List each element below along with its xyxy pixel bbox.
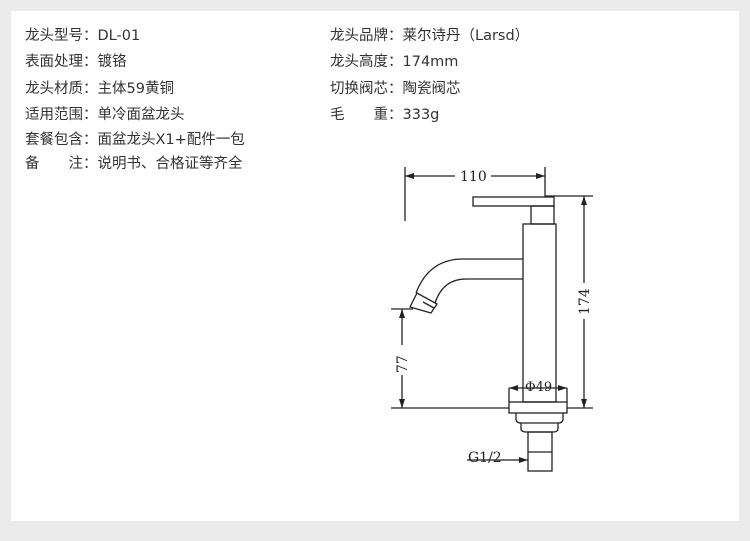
spec-label: 表面处理： <box>25 54 98 70</box>
spec-value: 333g <box>402 107 440 123</box>
spec-label: 切换阀芯： <box>330 81 403 97</box>
spec-label: 适用范围： <box>25 107 98 123</box>
diameter-dimension <box>508 385 568 402</box>
spec-value: 镀铬 <box>97 54 127 70</box>
handle-lever <box>472 196 555 207</box>
spec-label: 龙头型号： <box>25 28 98 44</box>
spec-row-height: 龙头高度：174mm <box>330 53 458 71</box>
faucet-technical-drawing: 110 174 77 Φ49 G1/2 <box>391 167 593 472</box>
faucet-body <box>522 223 557 403</box>
spec-label: 龙头品牌： <box>330 28 403 44</box>
spout-height-dimension <box>391 308 509 409</box>
thread-size-label: G1/2 <box>468 450 502 466</box>
spec-row-material: 龙头材质：主体59黄铜 <box>25 80 174 98</box>
spout-height-dimension-label: 77 <box>395 355 411 373</box>
height-dimension <box>545 195 593 409</box>
spec-row-cartridge: 切换阀芯：陶瓷阀芯 <box>330 80 461 98</box>
spec-row-brand: 龙头品牌：莱尔诗丹（Larsd） <box>330 27 529 45</box>
spec-label: 备 注： <box>25 156 98 172</box>
spec-row-model: 龙头型号：DL-01 <box>25 27 140 45</box>
spec-value: 面盆龙头X1+配件一包 <box>97 132 245 148</box>
spec-label: 龙头材质： <box>25 81 98 97</box>
width-dimension-label: 110 <box>460 169 487 185</box>
spec-row-package: 套餐包含：面盆龙头X1+配件一包 <box>25 131 245 149</box>
base-flange <box>508 401 568 414</box>
base-washer <box>515 413 564 424</box>
spec-row-notes: 备 注：说明书、合格证等齐全 <box>25 155 243 173</box>
faucet-spout <box>415 258 523 294</box>
spec-label: 毛 重： <box>330 107 403 123</box>
spec-value: 陶瓷阀芯 <box>402 81 461 97</box>
spec-value: 单冷面盆龙头 <box>97 107 185 123</box>
spec-value: 说明书、合格证等齐全 <box>97 156 243 172</box>
spec-label: 龙头高度： <box>330 54 403 70</box>
spec-label: 套餐包含： <box>25 132 98 148</box>
product-spec-card: 龙头型号：DL-01 表面处理：镀铬 龙头材质：主体59黄铜 适用范围：单冷面盆… <box>11 11 739 521</box>
width-dimension <box>404 167 546 221</box>
spec-value: 莱尔诗丹（Larsd） <box>402 28 530 44</box>
spec-row-weight: 毛 重：333g <box>330 106 439 124</box>
spec-value: DL-01 <box>97 28 141 44</box>
spec-value: 174mm <box>402 54 459 70</box>
spec-row-finish: 表面处理：镀铬 <box>25 53 127 71</box>
height-dimension-label: 174 <box>577 288 593 315</box>
diameter-dimension-label: Φ49 <box>525 380 552 395</box>
spec-row-application: 适用范围：单冷面盆龙头 <box>25 106 185 124</box>
handle-neck <box>530 205 555 225</box>
spec-value: 主体59黄铜 <box>97 81 174 97</box>
